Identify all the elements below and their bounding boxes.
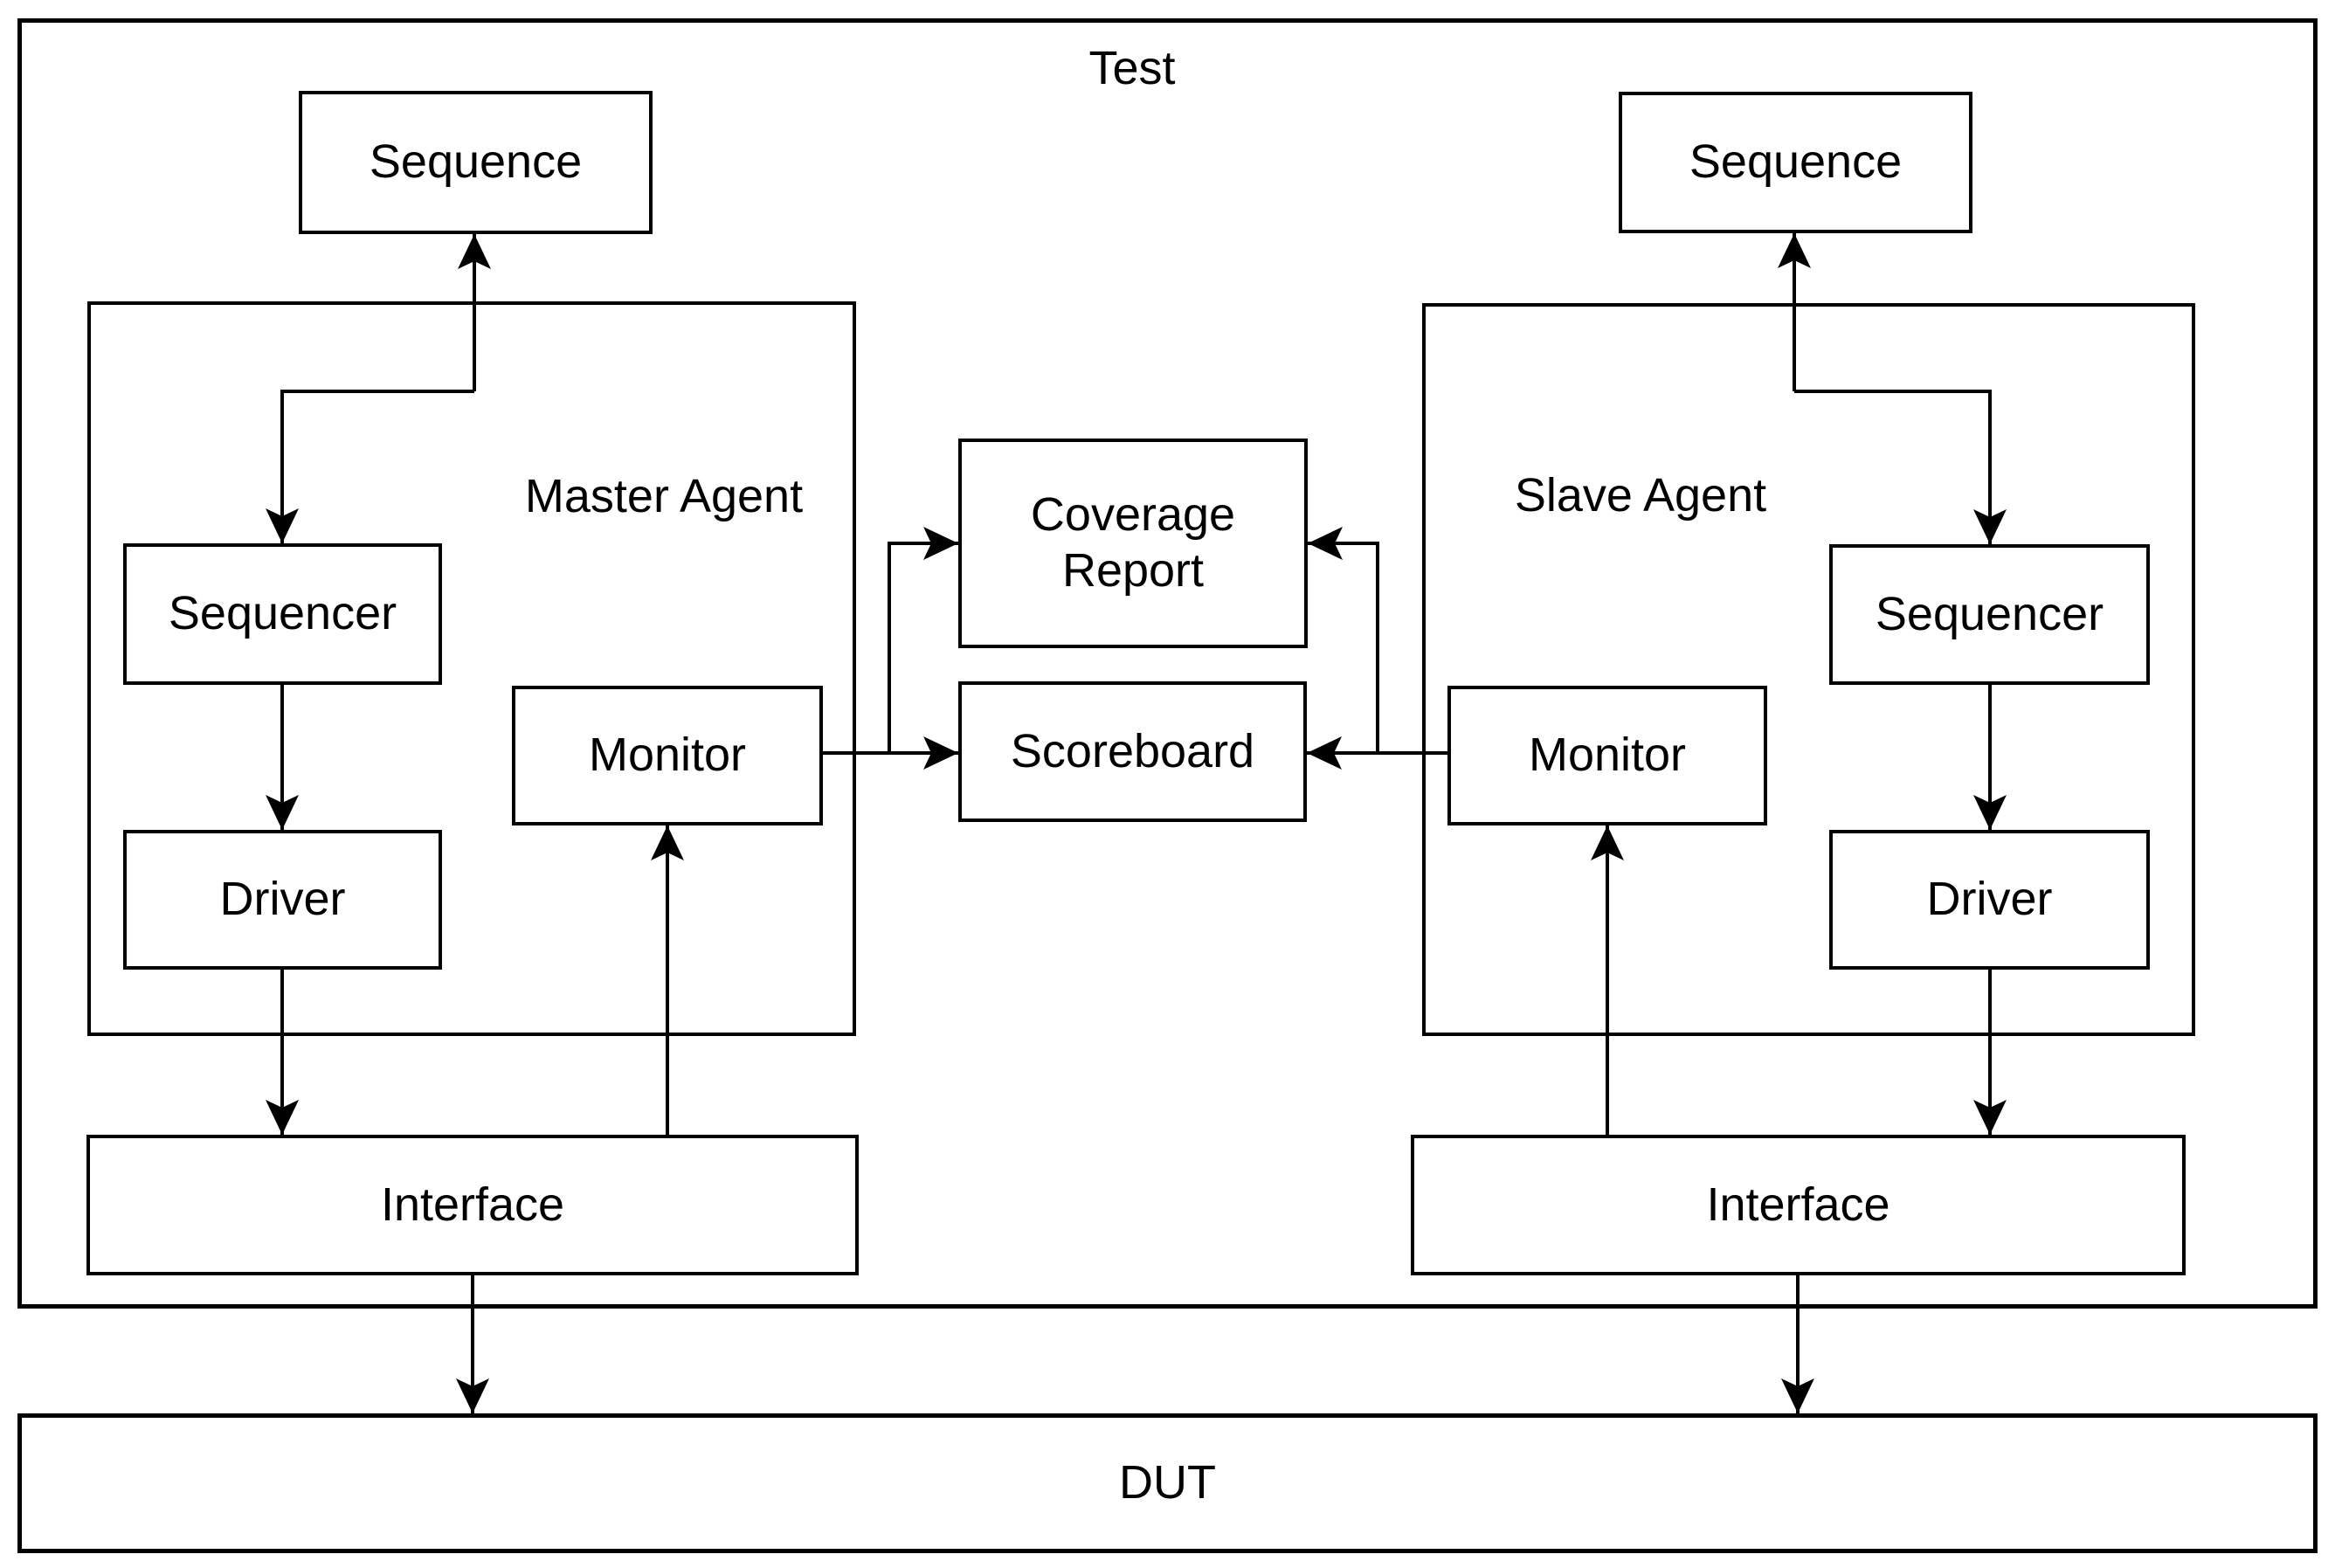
slave-monitor-to-coverage-arrow: [1308, 527, 1379, 753]
slave-sequence-box: Sequence: [1619, 92, 1972, 233]
dut-box: DUT: [17, 1413, 2318, 1553]
master-monitor-label: Monitor: [588, 729, 747, 782]
slave-monitor-label: Monitor: [1528, 729, 1687, 782]
master-interface-label: Interface: [380, 1178, 565, 1231]
slave-sequence-label: Sequence: [1689, 135, 1903, 189]
slave-interface-label: Interface: [1706, 1178, 1890, 1231]
slave-driver-box: Driver: [1829, 830, 2150, 970]
slave-sequencer-box: Sequencer: [1829, 544, 2150, 685]
master-driver-label: Driver: [219, 873, 346, 926]
master-agent-label: Master Agent: [524, 470, 804, 522]
master-sequence-box: Sequence: [299, 91, 653, 234]
scoreboard-box: Scoreboard: [958, 681, 1307, 822]
coverage-report-box: Coverage Report: [958, 439, 1308, 648]
dut-label: DUT: [1119, 1456, 1216, 1509]
master-sequence-label: Sequence: [369, 135, 583, 189]
slave-agent-label: Slave Agent: [1514, 469, 1767, 522]
slave-sequence-to-sequencer-arrow: [1794, 390, 2007, 544]
master-sequencer-box: Sequencer: [123, 543, 442, 685]
test-label: Test: [1088, 42, 1176, 94]
slave-driver-label: Driver: [1926, 873, 2053, 926]
scoreboard-label: Scoreboard: [1010, 724, 1255, 777]
master-sequence-to-sequencer-arrow: [266, 390, 474, 543]
master-driver-box: Driver: [123, 830, 442, 970]
master-interface-box: Interface: [86, 1135, 859, 1275]
slave-interface-box: Interface: [1411, 1135, 2186, 1275]
slave-sequencer-label: Sequencer: [1875, 587, 2104, 640]
slave-monitor-box: Monitor: [1447, 686, 1767, 825]
coverage-report-label: Coverage Report: [1030, 488, 1236, 597]
master-monitor-box: Monitor: [512, 686, 823, 825]
master-sequencer-label: Sequencer: [168, 587, 397, 640]
master-monitor-to-coverage-arrow: [888, 527, 958, 753]
